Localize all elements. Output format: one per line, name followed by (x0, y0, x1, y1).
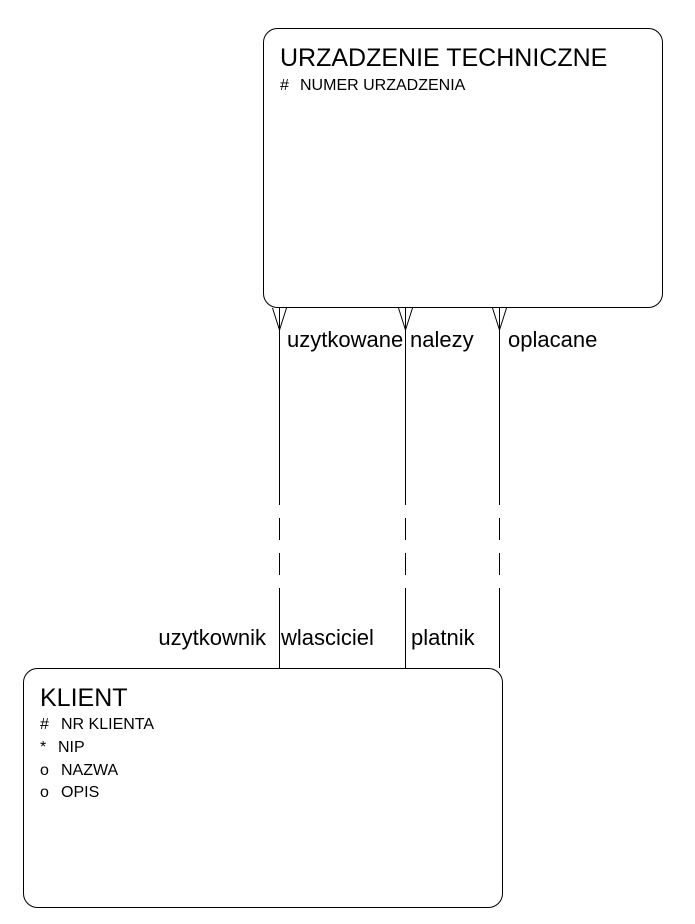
entity-box (263, 28, 663, 308)
attribute-name: NUMER URZADZENIA (300, 77, 466, 94)
attribute-name: OPIS (61, 784, 99, 801)
relationship-label-top: uzytkowane (287, 327, 403, 352)
relationship-label-bottom: wlasciciel (280, 625, 374, 650)
crowfoot-many-icon (272, 307, 287, 332)
attribute-row: o OPIS (40, 784, 99, 801)
attribute-marker: * (40, 739, 46, 756)
attribute-row: o NAZWA (40, 762, 119, 779)
attribute-row: # NR KLIENTA (40, 716, 154, 733)
relationship-label-bottom: platnik (411, 625, 476, 650)
entity-klient[interactable]: KLIENT # NR KLIENTA * NIP o NAZWA o OPIS (23, 668, 503, 908)
entity-title: URZADZENIE TECHNICZNE (280, 44, 607, 72)
attribute-row: * NIP (40, 739, 85, 756)
relationship-label-bottom: uzytkownik (158, 625, 267, 650)
relationship-uzytkowane-uzytkownik[interactable]: uzytkowane uzytkownik (158, 307, 403, 668)
entity-title: KLIENT (40, 684, 128, 712)
attribute-name: NIP (58, 739, 85, 756)
relationship-label-top: oplacane (508, 327, 597, 352)
attribute-marker: o (40, 784, 49, 801)
attribute-marker: o (40, 762, 49, 779)
relationship-oplacane-platnik[interactable]: oplacane platnik (411, 307, 597, 668)
attribute-name: NAZWA (61, 762, 119, 779)
entity-urzadzenie-techniczne[interactable]: URZADZENIE TECHNICZNE # NUMER URZADZENIA (263, 28, 663, 308)
crowfoot-many-icon (492, 307, 507, 332)
relationship-label-top: nalezy (410, 327, 474, 352)
entity-box (23, 668, 503, 908)
attribute-marker: # (280, 77, 289, 94)
crowfoot-many-icon (398, 307, 413, 332)
relationship-nalezy-wlasciciel[interactable]: nalezy wlasciciel (280, 307, 474, 668)
attribute-marker: # (40, 716, 49, 733)
attribute-row: # NUMER URZADZENIA (280, 77, 466, 94)
attribute-name: NR KLIENTA (61, 716, 154, 733)
